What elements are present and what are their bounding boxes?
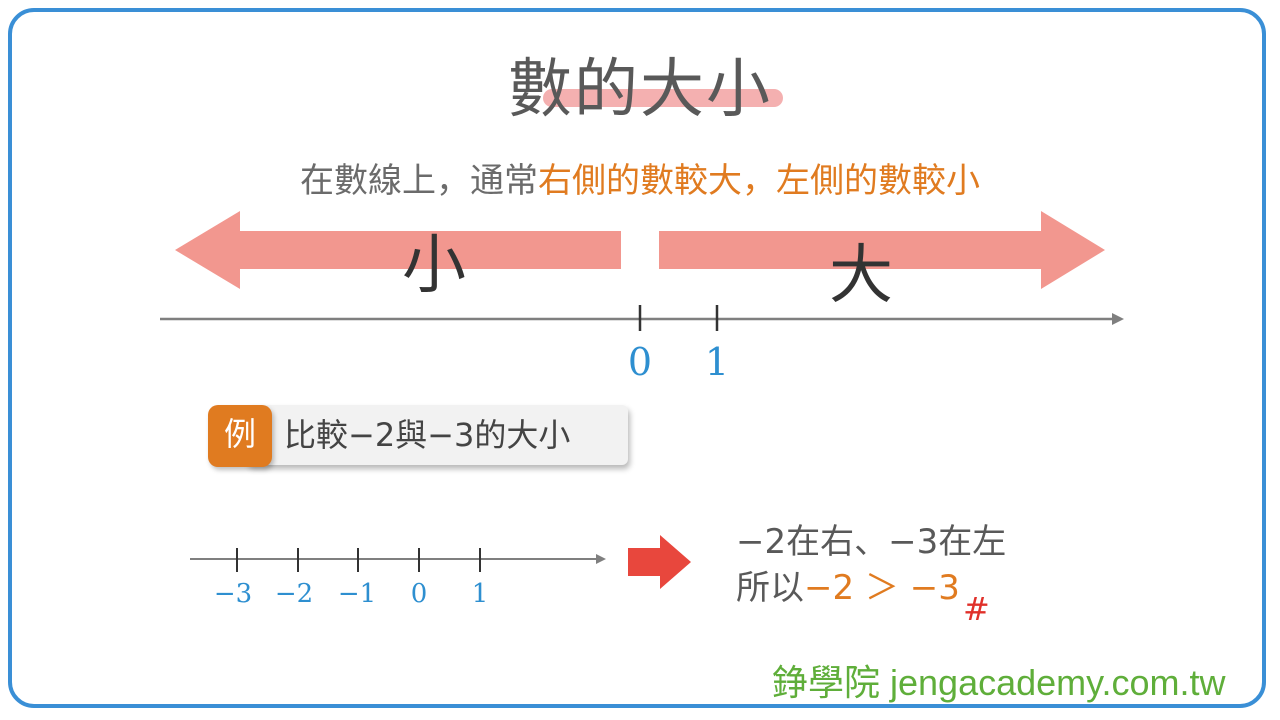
conclusion-prefix: 所以 bbox=[736, 568, 804, 608]
example-card bbox=[246, 405, 628, 465]
small-tick-label: 0 bbox=[410, 579, 428, 609]
title-container: 數的大小 bbox=[0, 38, 1280, 130]
page-title: 數的大小 bbox=[508, 53, 772, 127]
small-tick-label: 1 bbox=[471, 579, 489, 609]
rule-sentence: 在數線上，通常右側的數較大，左側的數較小 bbox=[0, 153, 1280, 202]
small-label: 小 bbox=[402, 229, 466, 303]
rule-prefix: 在數線上，通常 bbox=[300, 161, 538, 201]
slide-frame bbox=[8, 8, 1266, 708]
footer-brand: 錚學院 jengacademy.com.tw bbox=[772, 662, 1226, 703]
small-tick-label: −2 bbox=[274, 579, 314, 609]
conclusion-line-1: −2在右、−3在左 bbox=[736, 522, 1007, 562]
tick-label-1: 1 bbox=[704, 340, 730, 384]
rule-highlight: 右側的數較大，左側的數較小 bbox=[538, 161, 980, 201]
big-label: 大 bbox=[829, 239, 893, 313]
small-tick-label: −3 bbox=[213, 579, 253, 609]
title-underline-highlight bbox=[543, 89, 783, 107]
right-arrow-icon bbox=[628, 535, 691, 589]
example-question: 比較−2與−3的大小 bbox=[284, 416, 571, 454]
small-tick-label: −1 bbox=[337, 579, 377, 609]
left-arrow-icon bbox=[175, 211, 621, 289]
right-arrow-icon bbox=[659, 211, 1105, 289]
main-axis-arrowhead-icon bbox=[1112, 313, 1124, 325]
small-axis-arrowhead-icon bbox=[596, 554, 606, 564]
conclusion-inequality: −2 ＞ −3 bbox=[804, 568, 960, 608]
end-mark: # bbox=[963, 590, 990, 628]
tick-label-0: 0 bbox=[627, 340, 653, 384]
conclusion-line-2: 所以−2 ＞ −3 bbox=[736, 566, 960, 610]
example-badge: 例 bbox=[208, 405, 272, 467]
